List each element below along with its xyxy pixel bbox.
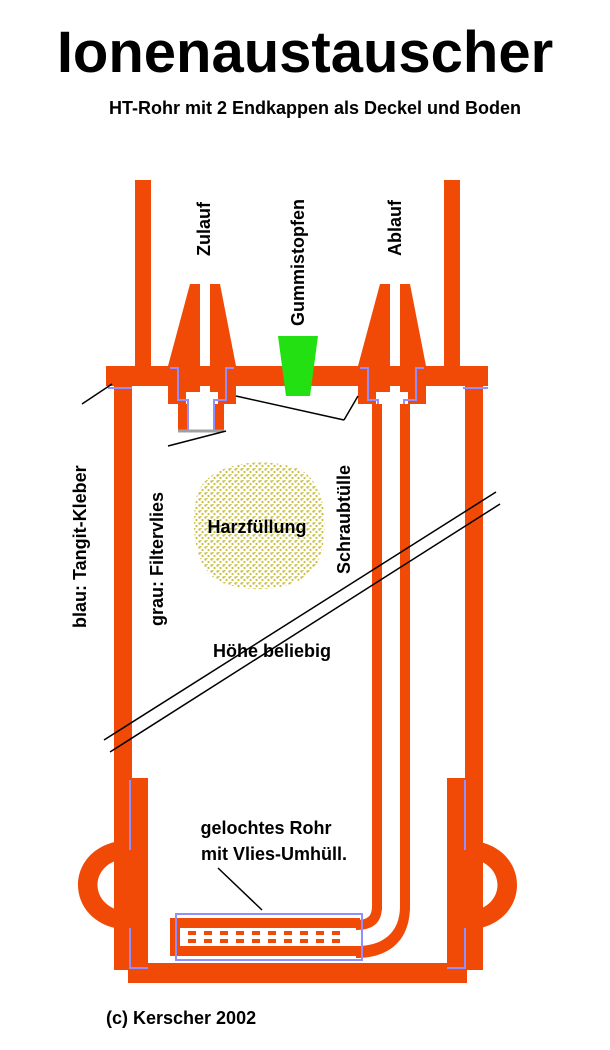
fleece-leader bbox=[167, 430, 227, 447]
resin-filling bbox=[193, 462, 325, 590]
break-lines bbox=[103, 491, 501, 753]
stopper-label: Gummistopfen bbox=[288, 199, 308, 326]
left-tube-wall bbox=[114, 370, 132, 970]
left-tube-wall-top bbox=[135, 180, 151, 380]
right-tube-wall-top bbox=[444, 180, 460, 380]
perforated-pipe-label-1: gelochtes Rohr bbox=[200, 818, 331, 838]
perforated-pipe bbox=[170, 913, 363, 961]
outlet-label: Ablauf bbox=[385, 199, 405, 256]
leader-lines bbox=[81, 383, 359, 911]
right-tube-wall bbox=[465, 370, 483, 970]
inlet-fitting bbox=[168, 284, 236, 433]
fleece-legend-label: grau: Filtervlies bbox=[147, 492, 167, 626]
page-title: Ionenaustauscher bbox=[57, 20, 553, 85]
tube-walls bbox=[106, 180, 488, 970]
tangit-leader bbox=[81, 383, 113, 405]
resin-label: Harzfüllung bbox=[208, 517, 307, 537]
rohr-leader bbox=[217, 867, 263, 911]
outlet-fitting bbox=[358, 284, 426, 420]
schraubtuelle-leader-1 bbox=[235, 395, 345, 421]
pipe-holes bbox=[188, 931, 340, 943]
height-label: Höhe beliebig bbox=[213, 641, 331, 661]
drain-pipe bbox=[356, 404, 410, 958]
glue-legend-label: blau: Tangit-Kleber bbox=[70, 465, 90, 628]
glue-lines bbox=[108, 387, 488, 969]
copyright: (c) Kerscher 2002 bbox=[106, 1008, 256, 1028]
screw-nozzle-label: Schraubtülle bbox=[334, 465, 354, 574]
rubber-stopper bbox=[278, 336, 318, 396]
schraubtuelle-leader-2 bbox=[343, 395, 359, 421]
bottom-end-cap bbox=[78, 778, 517, 983]
page-subtitle: HT-Rohr mit 2 Endkappen als Deckel und B… bbox=[109, 98, 521, 118]
perforated-pipe-label-2: mit Vlies-Umhüll. bbox=[201, 844, 347, 864]
inlet-label: Zulauf bbox=[194, 201, 214, 256]
